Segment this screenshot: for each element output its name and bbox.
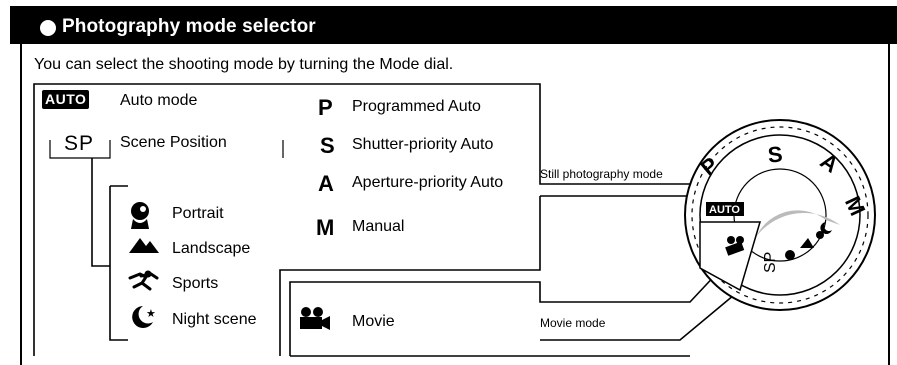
still-mode-callout: Still photography mode xyxy=(540,167,663,181)
intro-text: You can select the shooting mode by turn… xyxy=(34,56,454,73)
auto-badge: AUTO xyxy=(42,90,90,109)
night-scene-icon: ★ xyxy=(132,306,156,328)
dial-portrait-icon xyxy=(785,250,795,260)
dial-letter-s: S xyxy=(767,141,784,167)
mode-letter-m: M xyxy=(316,215,335,240)
scene-sports-label: Sports xyxy=(172,275,219,292)
sports-icon xyxy=(128,270,159,291)
dial-auto-badge: AUTO xyxy=(709,204,740,216)
scene-portrait-label: Portrait xyxy=(172,205,224,222)
mode-label-programmed: Programmed Auto xyxy=(352,98,481,115)
scene-landscape-label: Landscape xyxy=(172,240,251,257)
mode-letter-a: A xyxy=(318,171,334,196)
movie-camera-icon xyxy=(300,307,330,330)
bullet-icon xyxy=(40,20,56,36)
mode-letter-p: P xyxy=(318,95,333,120)
dial-landscape-icon xyxy=(800,238,814,248)
dial-sports-icon xyxy=(816,231,824,239)
landscape-icon xyxy=(129,238,159,253)
portrait-icon xyxy=(131,202,149,229)
movie-mode-callout: Movie mode xyxy=(540,316,606,330)
dial-night-icon xyxy=(820,222,832,234)
auto-mode-label: Auto mode xyxy=(120,92,198,109)
scene-position-label: Scene Position xyxy=(120,134,227,151)
movie-label: Movie xyxy=(352,313,395,330)
mode-label-manual: Manual xyxy=(352,218,405,235)
dial-sp-badge: SP xyxy=(762,252,779,273)
section-header: Photography mode selector xyxy=(10,6,897,44)
dial-movie-icon xyxy=(725,236,745,256)
section-title: Photography mode selector xyxy=(62,16,316,37)
sp-badge: SP xyxy=(64,132,95,155)
mode-label-shutter: Shutter-priority Auto xyxy=(352,136,494,153)
mode-letter-s: S xyxy=(320,133,335,158)
mode-label-aperture: Aperture-priority Auto xyxy=(352,174,504,191)
scene-night-label: Night scene xyxy=(172,311,257,328)
content-frame xyxy=(20,44,890,365)
svg-text:★: ★ xyxy=(146,307,156,320)
